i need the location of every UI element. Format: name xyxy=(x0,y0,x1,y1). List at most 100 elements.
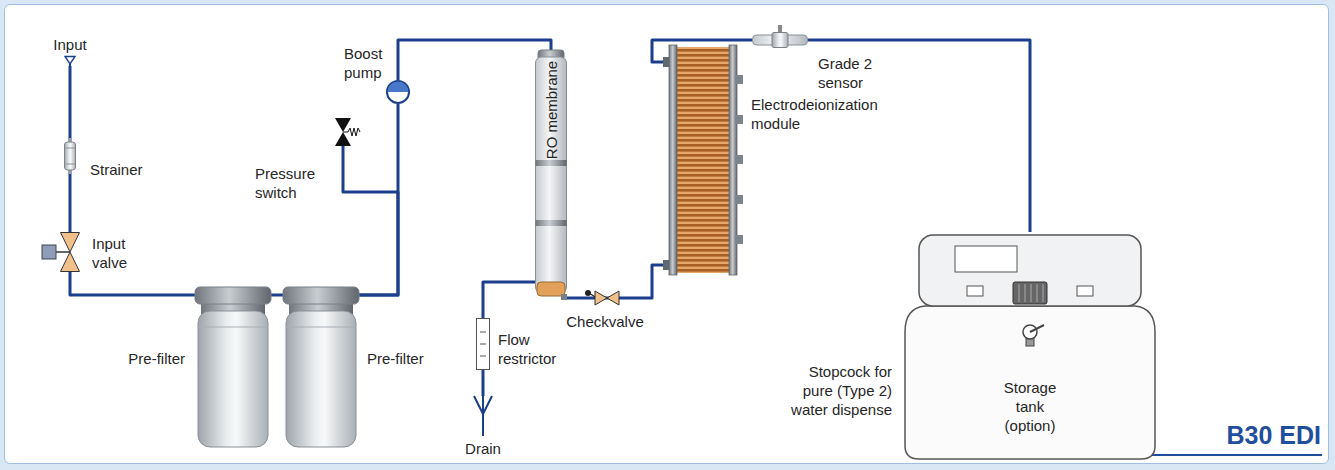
edi-module-shape-part xyxy=(735,155,743,164)
edi-module-shape-part xyxy=(677,94,729,97)
pipe-connector xyxy=(398,40,551,80)
edi-module-shape-part xyxy=(677,139,729,142)
drain-symbol-shape-part xyxy=(474,396,492,414)
edi-module-shape-part xyxy=(677,179,729,182)
strainer-shape-part xyxy=(65,148,75,149)
edi-module-shape-part xyxy=(677,269,729,272)
pressure-switch-symbol: Pressure switch xyxy=(335,118,351,146)
component-label: Storage tank (option) xyxy=(994,378,1066,435)
pre-filter-housing-shape-part xyxy=(195,287,271,304)
pre-filter-housing-shape xyxy=(195,287,271,447)
edi-module-shape-part xyxy=(677,264,729,267)
input-marker-shape xyxy=(64,56,76,66)
pre-filter-housing-shape-part xyxy=(283,287,359,304)
pipe-connector xyxy=(567,297,583,300)
storage-tank-shape-part xyxy=(1030,325,1044,332)
ro-membrane-shape-part xyxy=(536,57,567,293)
flow-restrictor-shape-part xyxy=(480,356,486,357)
edi-module-shape-part xyxy=(677,69,729,72)
check-valve-shape xyxy=(583,290,627,306)
pipe-connector xyxy=(70,272,195,295)
conductivity-sensor-shape-part xyxy=(778,25,782,33)
edi-module-shape xyxy=(663,45,743,275)
solenoid-valve-shape-part xyxy=(56,251,70,253)
edi-module-shape-part xyxy=(735,75,743,84)
flow-restrictor-shape-part xyxy=(477,319,490,370)
edi-module-shape-part xyxy=(677,164,729,167)
ro-membrane-shape-part xyxy=(561,294,567,300)
edi-module-shape-part xyxy=(677,89,729,92)
component-label: Boost pump xyxy=(344,44,392,82)
component-label: Grade 2 sensor xyxy=(818,54,880,92)
input-marker-shape-part xyxy=(65,57,75,65)
edi-module-shape-part xyxy=(677,154,729,157)
storage-tank-shape-part xyxy=(955,246,1017,272)
edi-module-shape-part xyxy=(677,99,729,102)
pre-filter-housing-shape-part xyxy=(286,311,356,447)
edi-module-shape-part xyxy=(677,224,729,227)
edi-module-shape-part xyxy=(735,115,743,124)
edi-module-shape-part xyxy=(677,79,729,82)
pre-filter-housing-shape-part xyxy=(198,327,268,328)
pipe-connector xyxy=(271,294,283,297)
edi-module-shape-part xyxy=(677,59,729,62)
pressure-switch-symbol-shape-part xyxy=(335,132,351,146)
edi-module-shape-part xyxy=(677,194,729,197)
storage-tank-shape-part xyxy=(1043,284,1044,302)
pipe-connector xyxy=(343,146,398,295)
pressure-switch-symbol-shape-part xyxy=(343,128,360,136)
input-marker-shape-part xyxy=(69,64,71,66)
edi-module-shape-part xyxy=(677,234,729,237)
edi-module-shape-part xyxy=(677,159,729,162)
edi-module-shape-part xyxy=(677,259,729,262)
drain-symbol-shape-part xyxy=(482,414,484,436)
edi-module-shape-part xyxy=(677,84,729,87)
component-label: Checkvalve xyxy=(566,312,644,331)
flow-restrictor-shape-part xyxy=(480,332,486,333)
conductivity-sensor: Grade 2 sensor xyxy=(752,32,808,48)
edi-module-shape-part xyxy=(677,229,729,232)
strainer: Strainer xyxy=(64,138,76,174)
edi-module-shape-part xyxy=(677,129,729,132)
edi-module-shape-part xyxy=(677,199,729,202)
solenoid-valve-shape-part xyxy=(61,233,80,253)
input-marker: Input xyxy=(64,56,76,66)
ro-membrane-shape-part xyxy=(536,220,567,226)
pipe-connector xyxy=(482,370,485,396)
conductivity-sensor-shape xyxy=(752,32,808,48)
solenoid-valve-shape-part xyxy=(42,245,56,259)
edi-module-shape-part xyxy=(735,235,743,244)
check-valve-shape-part xyxy=(607,291,619,305)
edi-module-shape-part xyxy=(677,54,729,57)
component-label: Input valve xyxy=(92,234,142,272)
note-label: Stopcock for pure (Type 2) water dispens… xyxy=(776,362,892,419)
solenoid-valve-shape xyxy=(60,232,80,272)
edi-module-shape-part xyxy=(677,239,729,242)
edi-module-shape-part xyxy=(677,209,729,212)
pressure-switch-symbol-shape xyxy=(335,118,351,146)
edi-module-shape-part xyxy=(677,64,729,67)
edi-module-shape-part xyxy=(677,144,729,147)
storage-tank-shape-part xyxy=(967,286,983,296)
edi-module-shape-part xyxy=(677,74,729,77)
pump-symbol: Boost pump xyxy=(386,80,410,104)
check-valve-shape-part xyxy=(595,291,607,305)
component-label: Flow restrictor xyxy=(498,330,570,368)
storage-tank-shape-part xyxy=(1013,282,1047,304)
storage-tank: Storage tank (option) xyxy=(905,232,1155,460)
edi-module-shape-part xyxy=(677,104,729,107)
storage-tank-shape-part xyxy=(905,306,1155,459)
component-label: Drain xyxy=(465,439,501,458)
edi-module-shape-part xyxy=(677,219,729,222)
pipe-connector xyxy=(808,40,1030,232)
flow-restrictor: Flow restrictor xyxy=(476,318,490,370)
edi-module-shape-part xyxy=(677,184,729,187)
storage-tank-shape-part xyxy=(1025,284,1026,302)
edi-module-shape-part xyxy=(677,134,729,137)
storage-tank-shape-part xyxy=(1031,284,1032,302)
storage-tank-shape-part xyxy=(919,235,1141,306)
drain-symbol: Drain xyxy=(473,396,493,436)
check-valve-shape-part xyxy=(585,290,591,296)
edi-module-shape-part xyxy=(677,119,729,122)
